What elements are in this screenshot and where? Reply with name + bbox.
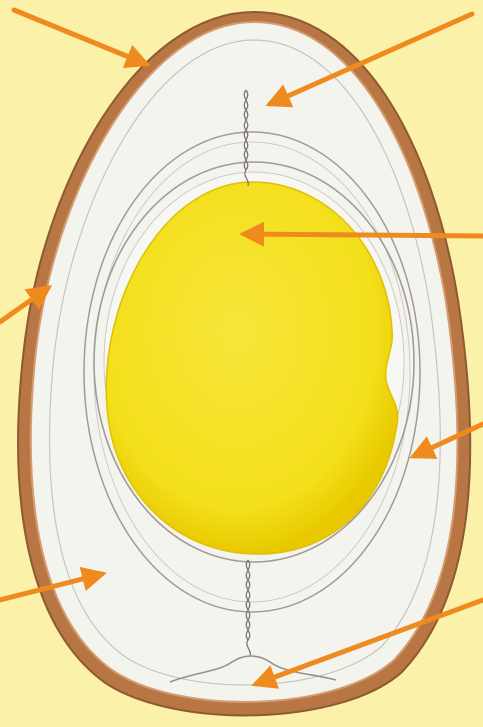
arrow-yolk xyxy=(244,234,483,236)
